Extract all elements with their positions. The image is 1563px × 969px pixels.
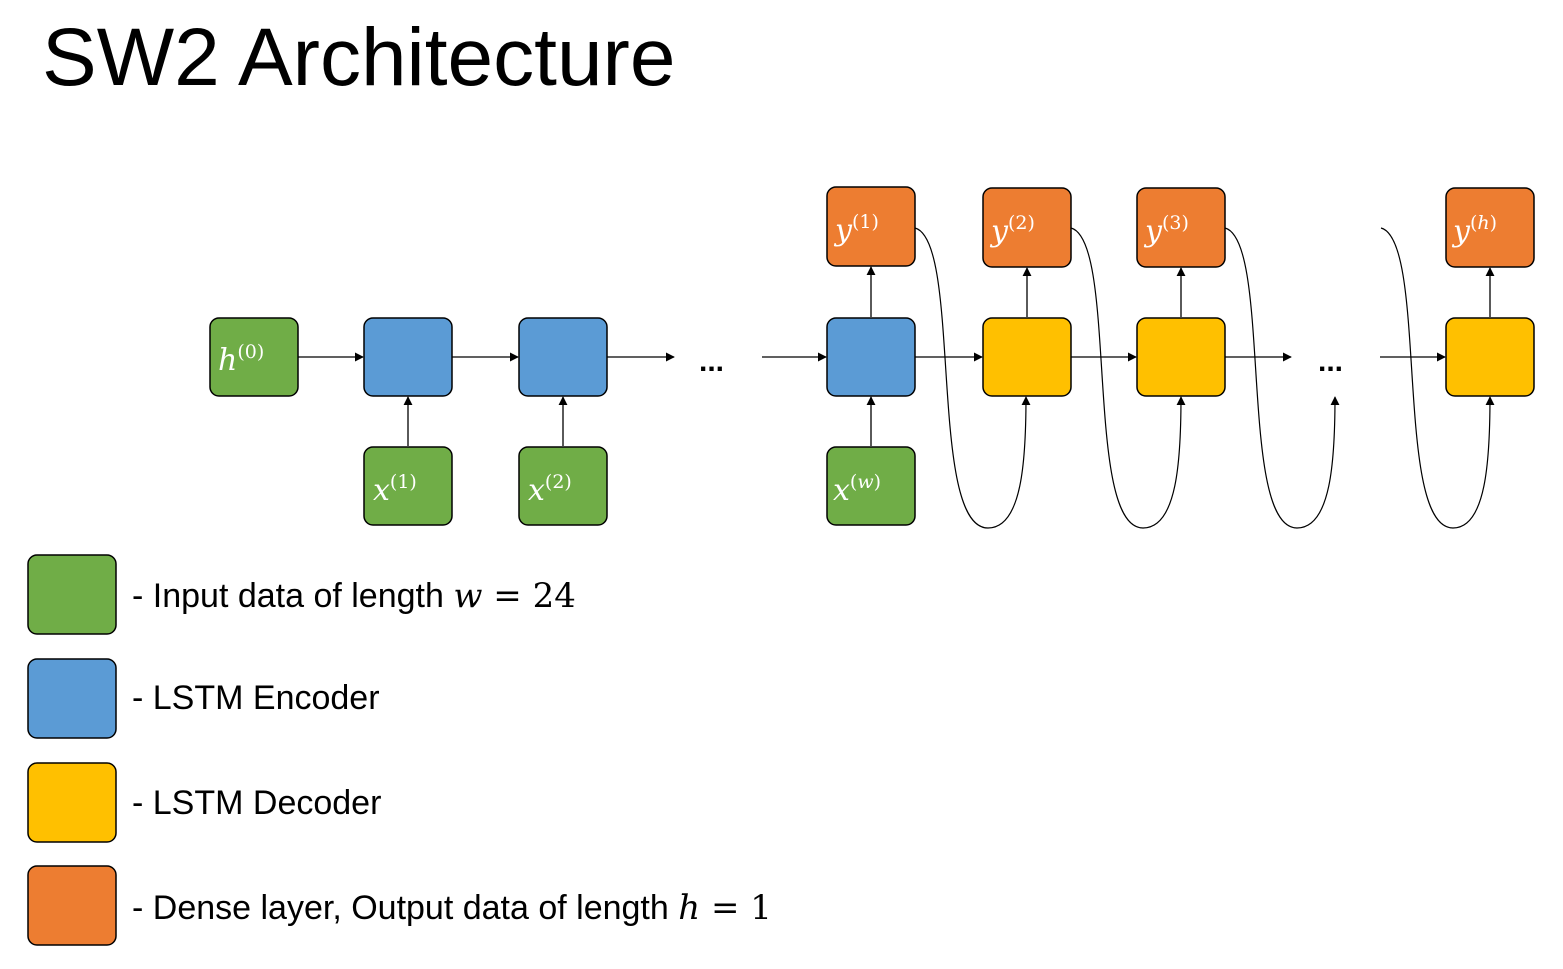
legend-item-decoder: - LSTM Decoder	[27, 762, 381, 843]
input-box	[826, 446, 916, 526]
node-y2-sup: (2)	[1008, 212, 1035, 234]
node-y3: y(3)	[1136, 187, 1226, 268]
node-y3-sup: (3)	[1162, 212, 1189, 234]
node-yh: y(h)	[1445, 187, 1535, 268]
legend-dense-value: 1	[750, 888, 772, 928]
svg-text:y(1): y(1)	[833, 211, 879, 248]
legend-swatch-input	[27, 554, 117, 635]
legend-input-value: 24	[533, 576, 576, 616]
legend-swatch-decoder	[27, 762, 117, 843]
node-y1-sup: (1)	[852, 211, 879, 233]
svg-text:h(0): h(0)	[218, 341, 264, 378]
legend-dense-prefix: - Dense layer, Output data of length	[132, 889, 678, 927]
node-xw-sup-close: )	[874, 471, 881, 493]
encoder-box-2	[518, 317, 608, 397]
legend-dense-op: =	[700, 888, 750, 928]
svg-text:y(2): y(2)	[989, 212, 1035, 249]
decoder-box-h	[1445, 317, 1535, 397]
node-x1-sup: (1)	[390, 471, 417, 493]
decoder-box-2	[1136, 317, 1226, 397]
input-box	[518, 446, 608, 526]
feedback-y3-to-next	[1224, 227, 1340, 529]
node-yh-sup-var: h	[1477, 212, 1489, 234]
node-x2-base: x	[528, 473, 545, 508]
encoder-box-1	[363, 317, 453, 397]
dense-box	[1445, 187, 1535, 268]
legend: - Input data of length w = 24 - LSTM Enc…	[27, 554, 772, 946]
node-h0: h(0)	[209, 317, 299, 397]
node-y1: y(1)	[826, 186, 916, 267]
node-x1: x(1)	[363, 446, 453, 526]
input-box	[363, 446, 453, 526]
svg-text:x(1): x(1)	[373, 471, 417, 508]
node-yh-sup-open: (	[1470, 212, 1477, 234]
svg-text:x(2): x(2)	[528, 471, 572, 508]
dense-box	[982, 187, 1072, 268]
legend-dense-var: h	[678, 888, 700, 928]
svg-text:x(w): x(w)	[833, 471, 881, 508]
ellipsis-decoder: ...	[1318, 345, 1343, 378]
node-h0-base: h	[218, 343, 237, 378]
node-yh-base: y	[1451, 214, 1471, 249]
svg-text:- Input data of length w = 24: - Input data of length w = 24	[132, 576, 576, 616]
svg-text:y(3): y(3)	[1143, 212, 1189, 249]
feedback-prev-to-dech	[1380, 227, 1495, 529]
node-y2-base: y	[989, 214, 1009, 249]
legend-input-op: =	[482, 576, 532, 616]
node-xw-sup-open: (	[850, 471, 857, 493]
node-xw: x(w)	[826, 446, 916, 526]
node-xw-base: x	[833, 473, 850, 508]
node-x2-sup: (2)	[545, 471, 572, 493]
node-yh-sup-close: )	[1490, 212, 1497, 234]
legend-item-encoder: - LSTM Encoder	[27, 658, 380, 739]
legend-input-var: w	[453, 576, 482, 616]
dense-box	[1136, 187, 1226, 268]
node-y3-base: y	[1143, 214, 1163, 249]
svg-text:y(h): y(h)	[1451, 212, 1497, 249]
node-h0-sup: (0)	[237, 341, 264, 363]
decoder-box-1	[982, 317, 1072, 397]
legend-input-prefix: - Input data of length	[132, 577, 453, 615]
ellipsis-encoder: ...	[699, 345, 724, 378]
node-y1-base: y	[833, 213, 853, 248]
legend-decoder-text: - LSTM Decoder	[132, 784, 381, 822]
node-y2: y(2)	[982, 187, 1072, 268]
node-x2: x(2)	[518, 446, 608, 526]
node-xw-sup-var: w	[857, 471, 873, 493]
feedback-curves	[914, 227, 1495, 529]
node-x1-base: x	[373, 473, 390, 508]
encoder-box-w	[826, 317, 916, 397]
connectors	[298, 266, 1495, 446]
legend-swatch-encoder	[27, 658, 117, 739]
dense-box	[826, 186, 916, 267]
legend-encoder-text: - LSTM Encoder	[132, 679, 380, 717]
feedback-y2-to-dec2	[1070, 227, 1186, 529]
page-title: SW2 Architecture	[42, 12, 676, 103]
legend-item-dense: - Dense layer, Output data of length h =…	[27, 865, 772, 946]
input-box	[209, 317, 299, 397]
legend-swatch-dense	[27, 865, 117, 946]
svg-text:- Dense layer, Output data of: - Dense layer, Output data of length h =…	[132, 888, 772, 928]
legend-item-input: - Input data of length w = 24	[27, 554, 576, 635]
feedback-y1-to-dec1	[914, 227, 1031, 529]
